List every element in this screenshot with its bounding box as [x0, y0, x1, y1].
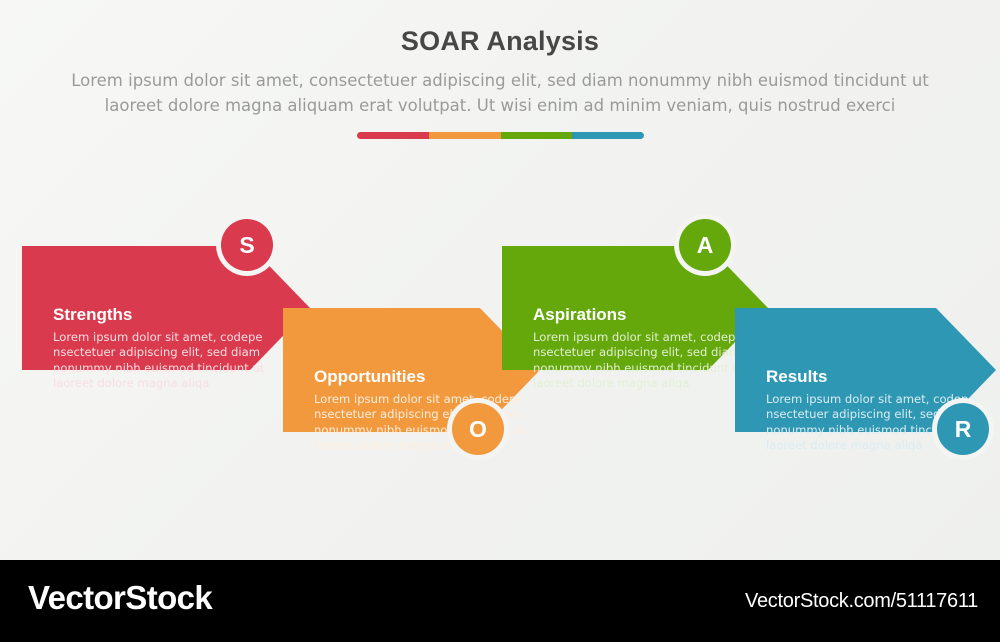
strengths-arrow-shape	[22, 246, 310, 370]
results-arrow-shape	[735, 308, 996, 432]
opportunities-arrow-shape	[283, 308, 540, 432]
badge-results[interactable]: R	[937, 403, 989, 455]
results-text: Results Lorem ipsum dolor sit amet, code…	[708, 308, 996, 452]
strengths-desc-line-4: laoreet dolore magna aliqa	[53, 375, 210, 390]
subtitle-line-1: Lorem ipsum dolor sit amet, consectetuer…	[71, 71, 929, 90]
results-desc-line-1: Lorem ipsum dolor sit amet, codepe	[766, 392, 976, 406]
aspirations-text: Aspirations Lorem ipsum dolor sit amet, …	[480, 246, 768, 390]
divider-segment-red	[357, 132, 429, 139]
results-desc-line-4: laoreet dolore magna aliqa	[766, 437, 923, 452]
results-description: Lorem ipsum dolor sit amet, codepe nsect…	[766, 387, 996, 453]
strengths-title: Strengths	[53, 305, 133, 324]
footer-watermark-bar: VectorStock VectorStock.com/51117611	[0, 560, 1000, 642]
opportunities-desc-line-4: laoreet dolore magna aliqa	[314, 437, 471, 452]
header: SOAR Analysis Lorem ipsum dolor sit amet…	[0, 0, 1000, 118]
opportunities-description: Lorem ipsum dolor sit amet, codepe nsect…	[314, 387, 540, 453]
aspirations-title: Aspirations	[533, 305, 627, 324]
strengths-desc-line-2: nsectetuer adipiscing elit, sed diam	[53, 345, 261, 360]
opportunities-text: Opportunities Lorem ipsum dolor sit amet…	[252, 308, 540, 452]
footer-brand: VectorStock	[28, 579, 213, 616]
soar-block-strengths[interactable]: Strengths Lorem ipsum dolor sit amet, co…	[22, 246, 310, 390]
aspirations-desc-line-1: Lorem ipsum dolor sit amet, codepe	[533, 330, 743, 344]
strengths-description: Lorem ipsum dolor sit amet, codepe nsect…	[53, 325, 310, 391]
opportunities-desc-line-3: nonummy nibh euismod tincidunt ut	[314, 422, 526, 437]
soar-block-opportunities[interactable]: Opportunities Lorem ipsum dolor sit amet…	[252, 308, 540, 452]
footer-url: VectorStock.com/51117611	[745, 590, 978, 612]
color-divider	[357, 132, 644, 139]
strengths-text: Strengths Lorem ipsum dolor sit amet, co…	[22, 246, 310, 390]
aspirations-desc-line-3: nonummy nibh euismod tincidunt ut	[533, 360, 745, 375]
page-title: SOAR Analysis	[400, 26, 600, 56]
aspirations-desc-line-4: laoreet dolore magna aliqa	[533, 375, 690, 390]
badge-strengths[interactable]: S	[221, 219, 273, 271]
strengths-desc-line-3: nonummy nibh euismod tincidunt ut	[53, 360, 265, 375]
badge-aspirations[interactable]: A	[679, 219, 731, 271]
badge-opportunities[interactable]: O	[452, 403, 504, 455]
subtitle: Lorem ipsum dolor sit amet, consectetuer…	[60, 57, 940, 118]
soar-block-aspirations[interactable]: Aspirations Lorem ipsum dolor sit amet, …	[480, 246, 768, 390]
results-desc-line-3: nonummy nibh euismod tincidunt ut	[766, 422, 978, 437]
aspirations-description: Lorem ipsum dolor sit amet, codepe nsect…	[533, 325, 768, 391]
subtitle-line-2: laoreet dolore magna aliquam erat volutp…	[104, 96, 896, 115]
soar-block-results[interactable]: Results Lorem ipsum dolor sit amet, code…	[708, 308, 996, 452]
aspirations-desc-line-2: nsectetuer adipiscing elit, sed diam	[533, 345, 741, 360]
opportunities-desc-line-2: nsectetuer adipiscing elit, sed diam	[314, 407, 522, 422]
soar-blocks: Strengths Lorem ipsum dolor sit amet, co…	[22, 219, 996, 455]
opportunities-title: Opportunities	[314, 367, 426, 386]
aspirations-arrow-shape	[502, 246, 768, 370]
divider-segment-green	[500, 132, 573, 139]
opportunities-desc-line-1: Lorem ipsum dolor sit amet, codepe	[314, 392, 524, 406]
divider-segment-blue	[572, 132, 644, 139]
divider-segment-orange	[428, 132, 501, 139]
results-title: Results	[766, 367, 828, 386]
strengths-desc-line-1: Lorem ipsum dolor sit amet, codepe	[53, 330, 263, 344]
results-desc-line-2: nsectetuer adipiscing elit, sed diam	[766, 407, 974, 422]
